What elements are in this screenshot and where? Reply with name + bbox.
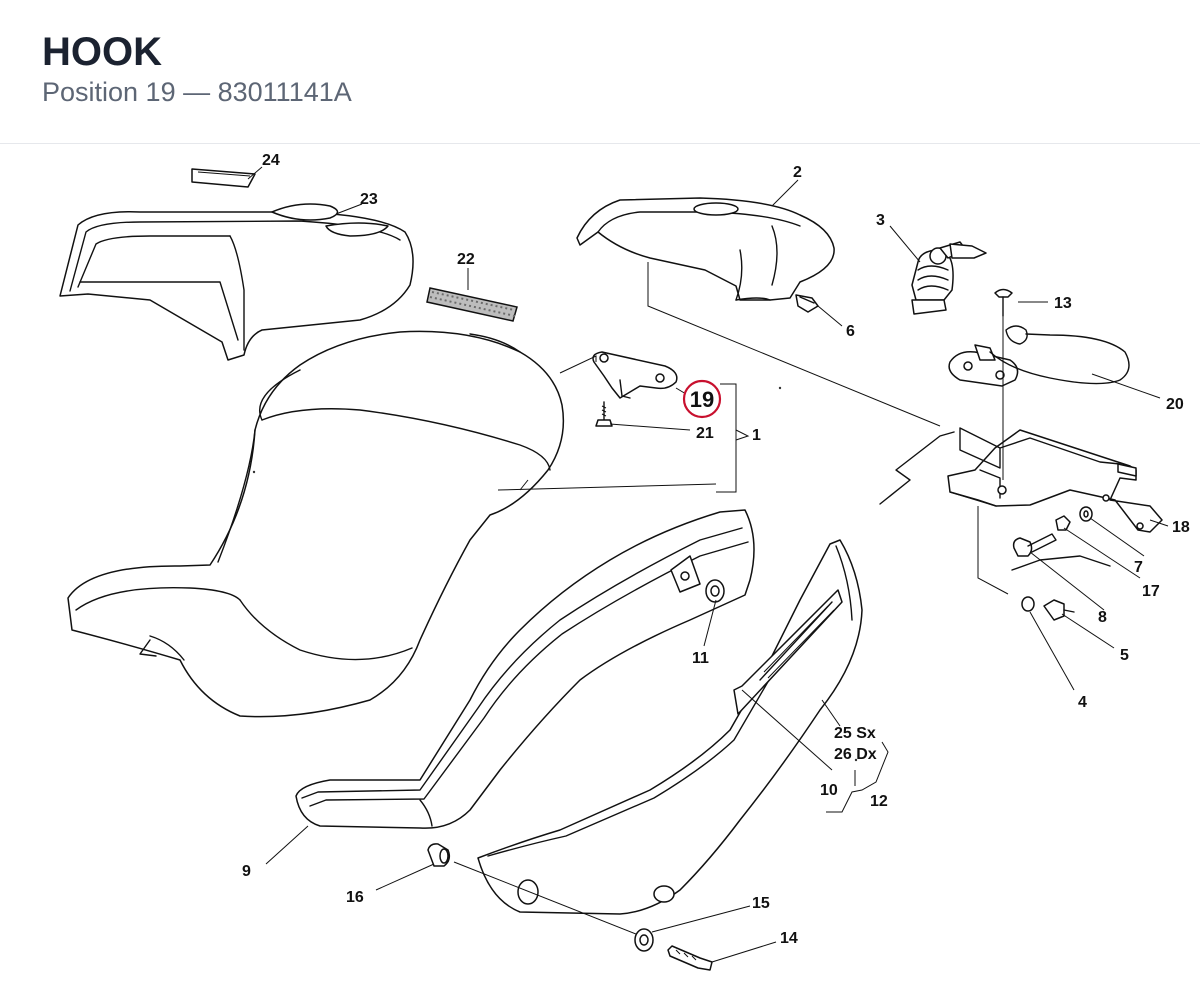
callout-8[interactable]: 8 [1098, 609, 1107, 626]
callout-13[interactable]: 13 [1054, 295, 1072, 312]
callout-25-sx[interactable]: 25 Sx [834, 725, 876, 742]
part-number: 83011141A [217, 77, 352, 107]
highlighted-callout-19[interactable]: 19 [682, 379, 722, 419]
part-20-latch-cable [948, 325, 1130, 387]
callout-23[interactable]: 23 [360, 191, 378, 208]
callout-5[interactable]: 5 [1120, 647, 1129, 664]
part-2-tail-hump [576, 197, 835, 301]
callout-21[interactable]: 21 [696, 425, 714, 442]
part-24-pad [191, 168, 256, 188]
callout-4[interactable]: 4 [1078, 694, 1087, 711]
header: HOOK Position 19 — 83011141A [0, 0, 1200, 144]
part-10-decal [733, 589, 843, 715]
part-7-washer [1079, 506, 1093, 522]
callout-22[interactable]: 22 [457, 251, 475, 268]
callout-16[interactable]: 16 [346, 889, 364, 906]
page-subtitle: Position 19 — 83011141A [42, 76, 352, 108]
callout-26-dx[interactable]: 26 Dx [834, 746, 877, 763]
callout-10[interactable]: 10 [820, 782, 838, 799]
page-title: HOOK [42, 30, 162, 74]
part-9-side-panel-left [295, 509, 755, 829]
reference-dots [252, 386, 858, 762]
callout-7[interactable]: 7 [1134, 559, 1143, 576]
callout-2[interactable]: 2 [793, 164, 802, 181]
part-5-screw [1043, 599, 1075, 621]
callout-labels: 24 23 22 2 3 13 6 20 1 21 18 7 17 8 5 4 … [242, 152, 1190, 947]
part-11-grommet [705, 579, 725, 603]
part-6-grommet [795, 294, 819, 313]
part-14-bolt [667, 945, 713, 971]
part-13-screw [994, 288, 1013, 317]
position-label: Position 19 [42, 77, 176, 107]
part-25-26-side-panel [477, 539, 863, 915]
part-22-felt-strip [426, 287, 518, 322]
callout-19[interactable]: 19 [690, 387, 714, 412]
leader-lines [247, 166, 1169, 963]
callout-17[interactable]: 17 [1142, 583, 1160, 600]
part-17-nut [1055, 515, 1071, 531]
part-23-seat-cowl [59, 203, 414, 361]
part-8-bolt [1012, 533, 1057, 557]
callout-1[interactable]: 1 [752, 427, 761, 444]
part-seat [67, 330, 565, 718]
part-16-bush [427, 843, 451, 867]
part-19-hook [592, 351, 678, 399]
callout-18[interactable]: 18 [1172, 519, 1190, 536]
part-15-grommet [634, 928, 654, 952]
callout-6[interactable]: 6 [846, 323, 855, 340]
callout-20[interactable]: 20 [1166, 396, 1184, 413]
exploded-parts-diagram: 24 23 22 2 3 13 6 20 1 21 18 7 17 8 5 4 … [59, 152, 1190, 971]
callout-12[interactable]: 12 [870, 793, 888, 810]
callout-14[interactable]: 14 [780, 930, 798, 947]
highlight-ring [682, 379, 722, 419]
part-4-washer [1021, 596, 1035, 612]
part-18-frame-bracket [879, 427, 1163, 571]
callout-9[interactable]: 9 [242, 863, 251, 880]
callout-11[interactable]: 11 [692, 650, 709, 667]
callout-15[interactable]: 15 [752, 895, 770, 912]
callout-3[interactable]: 3 [876, 212, 885, 229]
separator: — [183, 77, 211, 107]
part-21-screw [595, 401, 613, 427]
part-3-lock [911, 241, 987, 315]
callout-24[interactable]: 24 [262, 152, 280, 169]
